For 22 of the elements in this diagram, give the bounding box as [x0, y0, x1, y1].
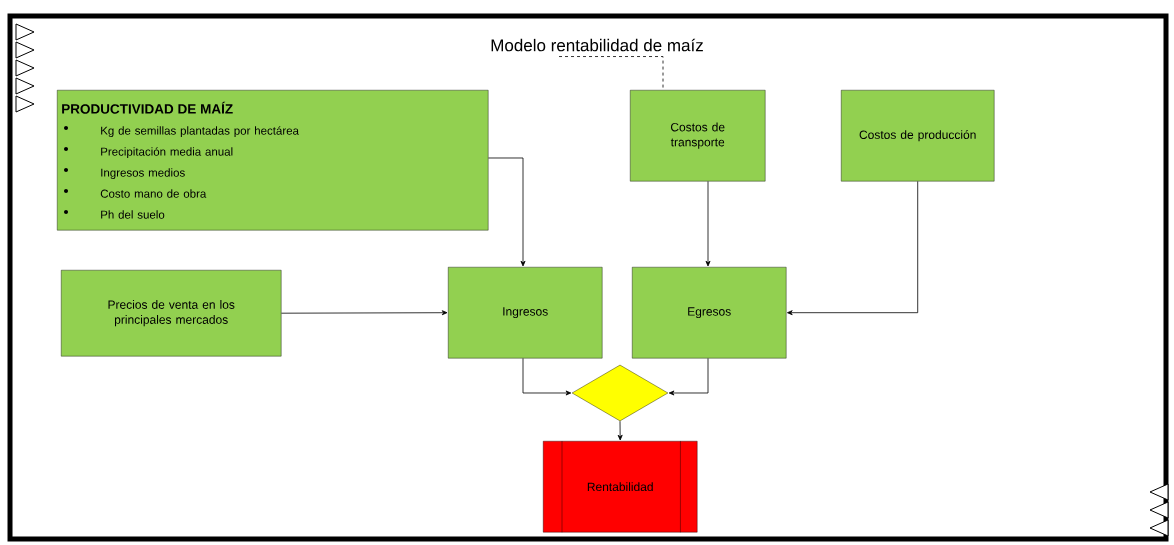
- arrow: [668, 358, 709, 396]
- arrow: [705, 181, 711, 267]
- process-box: Precios de venta en los principales mercados: [61, 270, 282, 357]
- title: Modelo rentabilidad de maíz: [491, 38, 703, 52]
- bullet-item: Ph del suelo: [101, 210, 165, 219]
- predefined-process-box: Rentabilidad: [543, 440, 698, 533]
- process-box: Costos de producción: [841, 90, 995, 182]
- bullet-item: Precipitación media anual: [101, 147, 233, 158]
- arrow: [617, 420, 623, 441]
- decision-diamond: [571, 364, 669, 422]
- process-box: Egresos: [632, 267, 787, 359]
- box-heading: PRODUCTIVIDAD DE MAÍZ: [62, 101, 233, 114]
- bullet-item: Costo mano de obra: [100, 189, 207, 198]
- process-box: Costos de transporte: [630, 90, 766, 182]
- process-box: Ingresos: [448, 267, 603, 359]
- arrow: [522, 358, 572, 396]
- list-box: [57, 90, 489, 231]
- bullet-item: Ingresos medios: [101, 168, 185, 179]
- bullet-item: Kg de semillas plantadas por hectárea: [101, 126, 299, 137]
- arrow: [488, 157, 526, 267]
- arrow: [281, 310, 448, 316]
- arrow: [787, 181, 919, 316]
